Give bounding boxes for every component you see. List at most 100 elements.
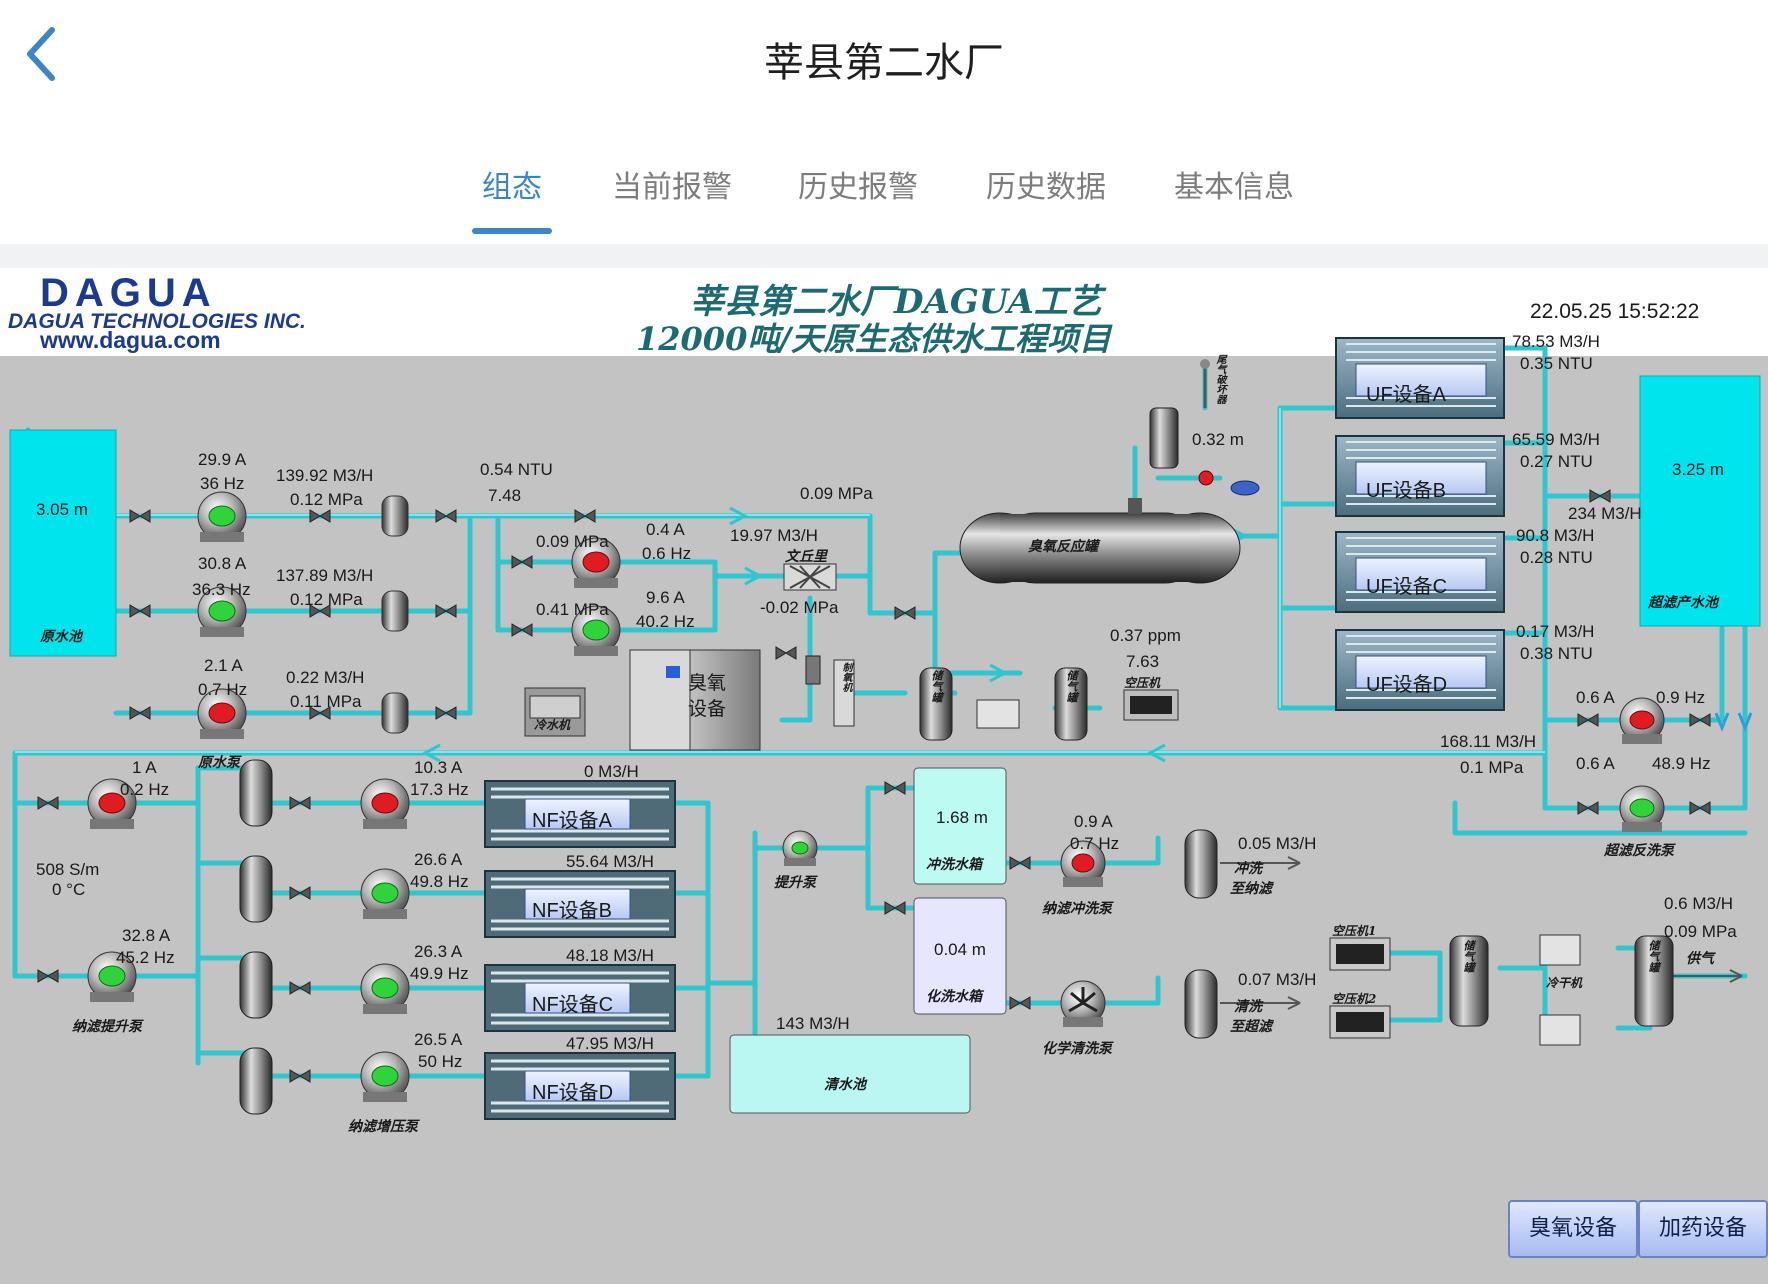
nf-flush-dest-1: 冲洗 bbox=[1234, 861, 1262, 877]
nf-b-current: 26.6 A bbox=[414, 850, 463, 869]
tab-alarm-history[interactable]: 历史报警 bbox=[798, 170, 918, 205]
timestamp: 22.05.25 15:52:22 bbox=[1530, 300, 1700, 323]
project-title-line1: 莘县第二水厂DAGUA工艺 bbox=[690, 282, 1102, 322]
nf-a-flow: 0 M3/H bbox=[584, 762, 639, 781]
tab-current-alarms[interactable]: 当前报警 bbox=[612, 170, 732, 205]
raw-turbidity: 0.54 NTU bbox=[480, 460, 553, 479]
nf-c-name: NF设备C bbox=[532, 994, 614, 1016]
air-flow: 0.6 M3/H bbox=[1664, 894, 1733, 913]
nf-lift-2-current: 32.8 A bbox=[122, 926, 171, 945]
clear-water-tank bbox=[729, 1034, 971, 1114]
nf-b-freq: 49.8 Hz bbox=[410, 872, 469, 891]
dosing-equipment-button[interactable]: 加药设备 bbox=[1638, 1200, 1768, 1258]
uf-backwash-2-current: 0.6 A bbox=[1576, 754, 1615, 773]
nf-b-name: NF设备B bbox=[532, 900, 612, 922]
ozone-reactor bbox=[959, 498, 1241, 584]
chem-tank bbox=[913, 897, 1007, 1015]
raw-pump-3-current: 2.1 A bbox=[204, 656, 243, 675]
nf-a-freq: 17.3 Hz bbox=[410, 780, 469, 799]
raw-ph: 7.48 bbox=[488, 486, 522, 505]
uf-d-flow: 0.17 M3/H bbox=[1516, 622, 1595, 641]
dryer-label: 冷干机 bbox=[1546, 976, 1583, 990]
nf-booster-pump-3 bbox=[360, 963, 410, 1014]
raw-pump-1-flow: 139.92 M3/H bbox=[276, 466, 374, 485]
nf-racks bbox=[484, 780, 676, 1120]
lift-pump-label: 提升泵 bbox=[774, 875, 816, 891]
uf-a-flow: 78.53 M3/H bbox=[1512, 332, 1600, 351]
booster-pump-1 bbox=[571, 537, 621, 588]
chem-dest-2: 至超滤 bbox=[1230, 1019, 1272, 1035]
ozone-concentration: 0.37 ppm bbox=[1110, 626, 1181, 645]
venturi-outlet-pressure: 0.09 MPa bbox=[800, 484, 873, 503]
chiller-label: 冷水机 bbox=[534, 718, 571, 732]
flush-tank-level: 1.68 m bbox=[936, 808, 988, 827]
uf-a-turbidity: 0.35 NTU bbox=[1520, 354, 1593, 373]
raw-tank-label: 原水池 bbox=[40, 629, 82, 645]
nf-filters bbox=[239, 759, 273, 1115]
flush-filter bbox=[1184, 829, 1218, 899]
uf-b-flow: 65.59 M3/H bbox=[1512, 430, 1600, 449]
tab-data-history[interactable]: 历史数据 bbox=[986, 170, 1106, 205]
nf-flush-pump bbox=[1060, 840, 1106, 887]
chem-pump-flow: 0.07 M3/H bbox=[1238, 970, 1317, 989]
nf-lift-pump-2 bbox=[87, 951, 137, 1002]
uf-b-name: UF设备B bbox=[1366, 480, 1446, 502]
venturi bbox=[783, 563, 837, 685]
uf-backwash-pump-1 bbox=[1619, 697, 1665, 744]
raw-pump-2-pressure: 0.12 MPa bbox=[290, 590, 363, 609]
uf-a-name: UF设备A bbox=[1366, 384, 1446, 406]
booster-1-freq: 0.6 Hz bbox=[642, 544, 692, 563]
nf-flush-freq: 0.7 Hz bbox=[1070, 834, 1120, 853]
nf-c-flow: 48.18 M3/H bbox=[566, 946, 654, 965]
booster-pump-2 bbox=[571, 605, 621, 656]
raw-pump-2 bbox=[197, 586, 247, 637]
booster-2-pressure: 0.41 MPa bbox=[536, 600, 609, 619]
air-system bbox=[1329, 934, 1674, 1046]
tab-basic-info[interactable]: 基本信息 bbox=[1174, 170, 1294, 205]
app-header: 莘县第二水厂 bbox=[0, 0, 1768, 120]
chem-dest-1: 清洗 bbox=[1234, 999, 1262, 1015]
compressor-2-label: 空压机2 bbox=[1332, 992, 1377, 1006]
uf-backwash-1-freq: 0.9 Hz bbox=[1656, 688, 1706, 707]
tab-diagram[interactable]: 组态 bbox=[482, 170, 542, 205]
tab-bar: 组态 当前报警 历史报警 历史数据 基本信息 bbox=[0, 150, 1768, 240]
raw-tank-level: 3.05 m bbox=[36, 500, 88, 519]
raw-pump-2-freq: 36.3 Hz bbox=[192, 580, 251, 599]
oxygen-gen-label: 制氧机 bbox=[840, 662, 851, 692]
booster-2-freq: 40.2 Hz bbox=[636, 612, 695, 631]
exhaust-level: 0.32 m bbox=[1192, 430, 1244, 449]
nf-flush-current: 0.9 A bbox=[1074, 812, 1113, 831]
raw-pump-1 bbox=[197, 491, 247, 542]
chem-pump-label: 化学清洗泵 bbox=[1042, 1041, 1112, 1057]
nf-lift-pump-1 bbox=[87, 778, 137, 829]
logo-text-sub: DAGUA TECHNOLOGIES INC. bbox=[8, 310, 306, 333]
page-title: 莘县第二水厂 bbox=[764, 40, 1004, 86]
uf-backwash-flow: 168.11 M3/H bbox=[1440, 732, 1537, 751]
nf-c-current: 26.3 A bbox=[414, 942, 463, 961]
uf-product-tank bbox=[1639, 375, 1761, 627]
back-button[interactable] bbox=[22, 24, 62, 84]
compressor-1-label: 空压机1 bbox=[1332, 924, 1377, 938]
scada-diagram: DAGUA DAGUA TECHNOLOGIES INC. www.dagua.… bbox=[0, 268, 1768, 1284]
raw-pump-1-pressure: 0.12 MPa bbox=[290, 490, 363, 509]
flush-tank bbox=[913, 767, 1007, 885]
booster-2-current: 9.6 A bbox=[646, 588, 685, 607]
booster-1-pressure: 0.09 MPa bbox=[536, 532, 609, 551]
nf-d-freq: 50 Hz bbox=[418, 1052, 463, 1071]
nf-a-current: 10.3 A bbox=[414, 758, 463, 777]
nf-flush-dest-2: 至纳滤 bbox=[1230, 881, 1272, 897]
chem-filter bbox=[1184, 969, 1218, 1039]
ozone-gen-label-1: 臭氧 bbox=[688, 673, 727, 694]
nf-booster-pump-4 bbox=[360, 1051, 410, 1102]
ozone-reactor-label: 臭氧反应罐 bbox=[1028, 539, 1098, 555]
uf-backwash-pressure: 0.1 MPa bbox=[1460, 758, 1524, 777]
air-tank-1-label: 储气罐 bbox=[1462, 940, 1475, 973]
uf-backwash-label: 超滤反洗泵 bbox=[1604, 843, 1674, 859]
raw-pump-2-flow: 137.89 M3/H bbox=[276, 566, 374, 585]
clear-tank-flow: 143 M3/H bbox=[776, 1014, 850, 1033]
ozone-equipment-button[interactable]: 臭氧设备 bbox=[1508, 1200, 1638, 1258]
clear-tank-label: 清水池 bbox=[824, 1077, 866, 1093]
venturi-label: 文丘里 bbox=[785, 549, 827, 565]
nf-c-freq: 49.9 Hz bbox=[410, 964, 469, 983]
uf-racks bbox=[1335, 337, 1505, 711]
